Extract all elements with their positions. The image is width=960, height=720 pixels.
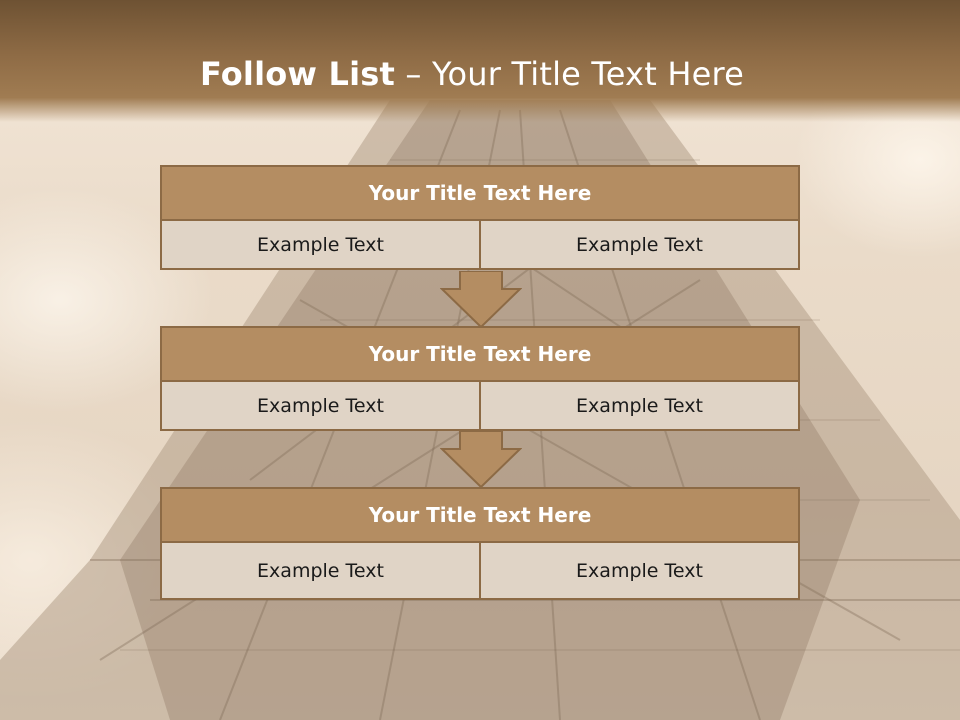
list-block-2: Your Title Text Here Example Text Exampl… bbox=[160, 326, 800, 431]
block-title: Your Title Text Here bbox=[160, 487, 800, 543]
slide-title: Follow List – Your Title Text Here bbox=[0, 52, 944, 96]
block-cell-right: Example Text bbox=[481, 382, 800, 431]
list-block-3: Your Title Text Here Example Text Exampl… bbox=[160, 487, 800, 600]
header-band bbox=[0, 0, 960, 122]
block-cell-left: Example Text bbox=[160, 543, 481, 600]
block-row: Example Text Example Text bbox=[160, 382, 800, 431]
block-cell-left: Example Text bbox=[160, 382, 481, 431]
block-cell-right: Example Text bbox=[481, 221, 800, 270]
block-row: Example Text Example Text bbox=[160, 543, 800, 600]
block-cell-right: Example Text bbox=[481, 543, 800, 600]
down-arrow-icon bbox=[440, 431, 522, 489]
slide-title-rest: – Your Title Text Here bbox=[395, 55, 745, 93]
list-block-1: Your Title Text Here Example Text Exampl… bbox=[160, 165, 800, 270]
slide-title-bold: Follow List bbox=[199, 55, 396, 93]
block-title: Your Title Text Here bbox=[160, 165, 800, 221]
block-title: Your Title Text Here bbox=[160, 326, 800, 382]
block-cell-left: Example Text bbox=[160, 221, 481, 270]
down-arrow-icon bbox=[440, 271, 522, 329]
block-row: Example Text Example Text bbox=[160, 221, 800, 270]
